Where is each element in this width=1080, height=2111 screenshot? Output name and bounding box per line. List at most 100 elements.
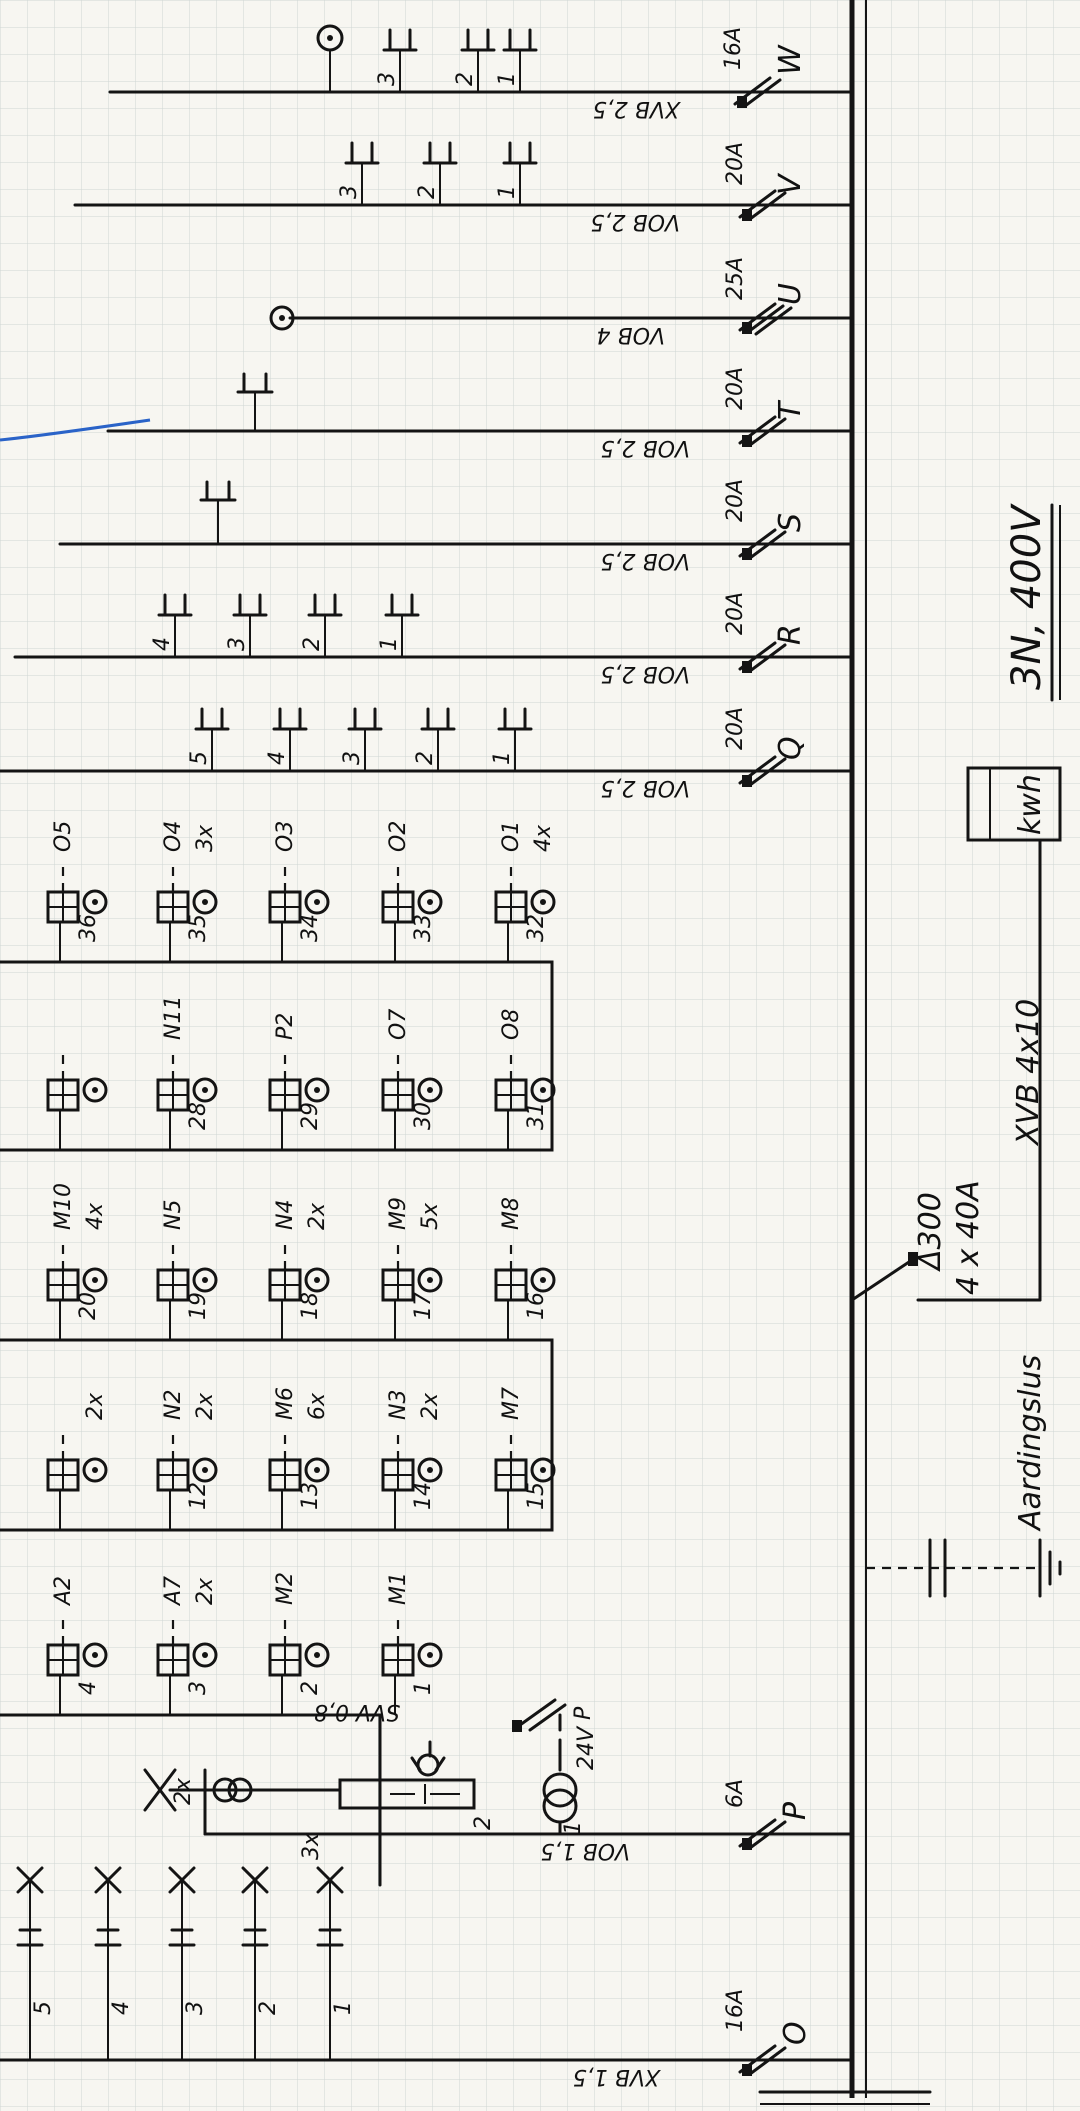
ctrl-term-2: 2 bbox=[471, 1816, 496, 1830]
rail-P: P 6A VOB 1,5 bbox=[203, 1779, 854, 1863]
rail-O-id: O bbox=[778, 2021, 813, 2045]
outlet-W-label: 2 bbox=[453, 72, 478, 86]
rail-U-cable: VOB 4 bbox=[597, 322, 665, 347]
group-circuit-tag: M2 bbox=[273, 1572, 298, 1605]
rail-Q-rating: 20A bbox=[723, 707, 748, 750]
outlet-V-label: 2 bbox=[415, 185, 440, 199]
outlet-R-label: 3 bbox=[225, 637, 250, 651]
group-circuit-num: 3 bbox=[186, 1681, 211, 1695]
rail-Q-cable: VOB 2,5 bbox=[601, 775, 690, 800]
outlet-W-3: 3 bbox=[375, 28, 418, 92]
breaker-label: 4 x 40A bbox=[951, 1180, 986, 1295]
group-5-circuit: 1M1 bbox=[381, 1572, 443, 1715]
system-voltage: 3N, 400V bbox=[1004, 503, 1050, 690]
group-circuit-num: 17 bbox=[411, 1292, 436, 1320]
rail-S-id: S bbox=[773, 513, 808, 532]
group-circuit-tag: P2 bbox=[273, 1013, 298, 1040]
group-circuit-tag: N3 bbox=[386, 1390, 411, 1420]
group-circuit-num: 16 bbox=[524, 1292, 549, 1320]
rail-T-id: T bbox=[773, 399, 808, 420]
outlet-Q-3: 3 bbox=[340, 707, 383, 771]
switch-circuit-5: 5 bbox=[16, 1866, 56, 2060]
group-circuit-num: 33 bbox=[411, 914, 436, 942]
rail-V-id: V bbox=[773, 172, 808, 195]
outlet-Q-4: 4 bbox=[265, 707, 308, 771]
rail-U-rating: 25A bbox=[723, 257, 748, 300]
rail-U: U 25A VOB 4 bbox=[269, 257, 854, 347]
outlet-R-label: 2 bbox=[300, 637, 325, 651]
outlet-V-label: 1 bbox=[495, 185, 520, 199]
rail-V: V 20A VOB 2,5 bbox=[73, 142, 854, 234]
group-circuit-mult: 4x bbox=[83, 1202, 108, 1230]
ctrl-term-1: 1 bbox=[561, 1821, 586, 1835]
switch-circuit-label: 2 bbox=[256, 2001, 281, 2015]
group-circuit-mult: 6x bbox=[305, 1392, 330, 1420]
rcd-label: Δ300 bbox=[913, 1192, 948, 1272]
group-circuit-tag: M6 bbox=[273, 1387, 298, 1420]
rail-W-id: W bbox=[773, 44, 808, 75]
switch-circuit-1: 1 bbox=[316, 1866, 356, 2060]
rail-V-cable: VOB 2,5 bbox=[591, 209, 680, 234]
group-circuit-num: 13 bbox=[298, 1482, 323, 1510]
outlet-W-2: 2 bbox=[453, 28, 496, 92]
group-circuit-num: 32 bbox=[524, 914, 549, 942]
outlet-Q-label: 4 bbox=[265, 751, 290, 765]
group-circuit-num: 2 bbox=[298, 1681, 323, 1695]
group-circuit-tag: O4 bbox=[161, 821, 186, 852]
group-circuit-num: 4 bbox=[76, 1681, 101, 1695]
group-circuit-tag: M7 bbox=[499, 1387, 524, 1420]
group-circuit-tag: N5 bbox=[161, 1200, 186, 1230]
rail-P-rating: 6A bbox=[723, 1779, 748, 1808]
supply-section: Δ300 4 x 40A XVB 4x10 kwh 3N, 400V Aardi… bbox=[850, 503, 1062, 1598]
outlet-Q-5: 5 bbox=[187, 707, 230, 771]
group-circuit-num: 35 bbox=[186, 914, 211, 942]
rail-Q-id: Q bbox=[773, 736, 808, 760]
group-circuit-tag: M9 bbox=[386, 1197, 411, 1230]
group-4-circuit: 15 M7 bbox=[494, 1387, 556, 1530]
outlet-V-3: 3 bbox=[337, 141, 380, 205]
group-circuit-tag: N4 bbox=[273, 1200, 298, 1230]
rail-T-cable: VOB 2,5 bbox=[601, 435, 690, 460]
outlet-R-label: 4 bbox=[150, 637, 175, 651]
bell-mult: 2x bbox=[171, 1777, 196, 1805]
outlet-Q-label: 3 bbox=[340, 751, 365, 765]
group-circuit-num: 1 bbox=[411, 1681, 436, 1695]
rail-P-cable: VOB 1,5 bbox=[541, 1838, 630, 1863]
group-circuit-num: 15 bbox=[524, 1482, 549, 1510]
main-busbar bbox=[758, 0, 932, 2105]
group-circuit-num: 28 bbox=[186, 1102, 211, 1130]
outlet-R-label: 1 bbox=[377, 637, 402, 651]
outlet-Q-2: 2 bbox=[413, 707, 456, 771]
rail-R-rating: 20A bbox=[723, 592, 748, 635]
switch-circuit-4: 4 bbox=[94, 1866, 134, 2060]
group-circuit-num: 20 bbox=[76, 1292, 101, 1320]
outlet-W-label: 1 bbox=[495, 72, 520, 86]
group-circuit-tag: O5 bbox=[51, 821, 76, 852]
group-circuit-tag: A7 bbox=[161, 1576, 186, 1607]
group-circuit-mult: 4x bbox=[531, 824, 556, 852]
group-circuit-tag: N11 bbox=[161, 996, 186, 1040]
switch-mult: 3x bbox=[299, 1832, 324, 1860]
rail-R-id: R bbox=[773, 624, 808, 645]
outlet-V-label: 3 bbox=[337, 185, 362, 199]
rail-O-cable: XVB 1,5 bbox=[573, 2064, 661, 2089]
rail-S-cable: VOB 2,5 bbox=[601, 548, 690, 573]
group-circuit-tag: O7 bbox=[386, 1009, 411, 1040]
group-circuit-num: 18 bbox=[298, 1292, 323, 1320]
rail-R-cable: VOB 2,5 bbox=[601, 661, 690, 686]
ctrl-fuse-label: P bbox=[571, 1706, 596, 1720]
outlet-Q-1: 1 bbox=[490, 707, 533, 771]
outlet-R-3: 3 bbox=[225, 593, 268, 657]
